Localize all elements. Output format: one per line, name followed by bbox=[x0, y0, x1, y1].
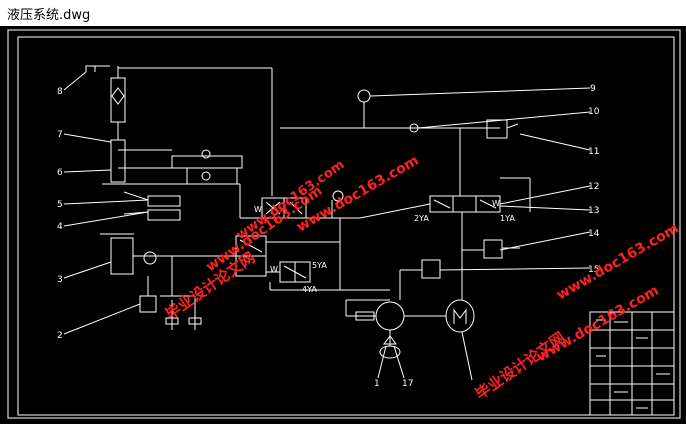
callout-13: 13 bbox=[588, 206, 599, 216]
valve-label-1ya: 1YA bbox=[500, 214, 515, 223]
callout-12: 12 bbox=[588, 182, 599, 192]
title-bar: 液压系统.dwg bbox=[0, 0, 686, 26]
callout-5: 5 bbox=[57, 200, 63, 210]
callout-7: 7 bbox=[57, 130, 63, 140]
callout-3: 3 bbox=[57, 275, 63, 285]
watermark-cn-2: 毕业设计论文网 bbox=[472, 328, 568, 403]
callout-9: 9 bbox=[590, 84, 596, 94]
outer-frame bbox=[7, 29, 681, 419]
watermark-url-5: www.doc163.com bbox=[554, 220, 682, 303]
callout-1: 1 bbox=[374, 379, 380, 389]
valve-label-w2: W bbox=[270, 265, 278, 274]
inner-frame bbox=[17, 36, 675, 416]
valve-label-5ya: 5YA bbox=[312, 261, 327, 270]
valve-label-2ya: 2YA bbox=[414, 214, 429, 223]
callout-11: 11 bbox=[588, 147, 599, 157]
callout-15: 15 bbox=[588, 265, 599, 275]
callout-2: 2 bbox=[57, 331, 63, 341]
callout-8: 8 bbox=[57, 87, 63, 97]
drawing-viewport[interactable]: 8 7 6 5 4 3 2 1 17 9 10 11 12 13 14 15 W… bbox=[0, 26, 686, 424]
callout-10: 10 bbox=[588, 107, 600, 117]
callout-17: 17 bbox=[402, 379, 413, 389]
callout-6: 6 bbox=[57, 168, 63, 178]
cad-drawing: 8 7 6 5 4 3 2 1 17 9 10 11 12 13 14 15 W… bbox=[7, 29, 682, 419]
callout-14: 14 bbox=[588, 229, 600, 239]
valve-label-4ya: 4YA bbox=[302, 285, 317, 294]
window-title: 液压系统.dwg bbox=[7, 8, 91, 23]
leader-lines bbox=[63, 71, 473, 381]
valve-label-w1: W bbox=[254, 205, 262, 214]
title-block bbox=[589, 311, 675, 416]
callout-4: 4 bbox=[57, 222, 63, 232]
valve-label-w3: W bbox=[492, 199, 500, 208]
